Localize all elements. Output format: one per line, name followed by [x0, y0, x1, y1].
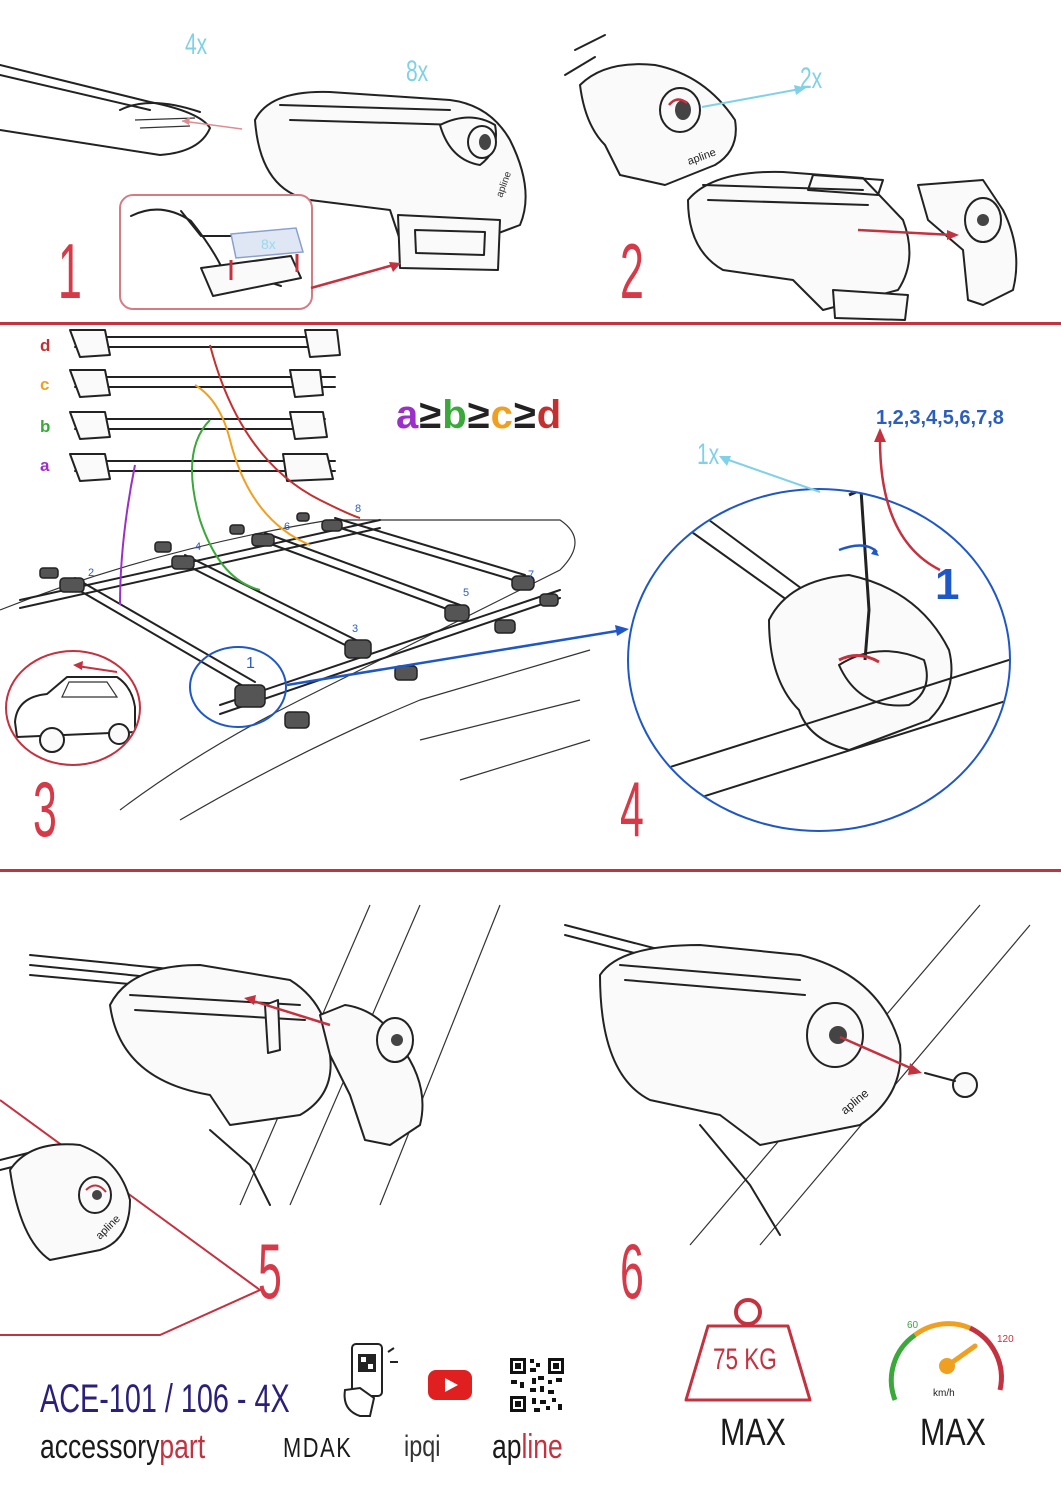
rack-pos-4: 4	[195, 541, 201, 553]
rule-c: c	[490, 393, 514, 437]
rule-b: b	[442, 393, 468, 437]
step-2-number: 2	[620, 227, 644, 315]
zoom-arrow	[286, 625, 629, 687]
rule-ge-2: ≥	[467, 393, 491, 437]
callout-number: 1	[935, 560, 960, 609]
pads-qty: 8x	[261, 236, 276, 252]
step-4-number: 4	[620, 765, 644, 853]
speed-max: MAX	[920, 1412, 986, 1454]
key-pointer	[719, 456, 821, 493]
bar-width-options	[69, 329, 341, 482]
brand-mdak: MDAK	[283, 1432, 353, 1463]
rack-pos-3: 3	[352, 623, 358, 635]
brand-accessorypart: accessorypart	[40, 1428, 205, 1467]
brand-apline: apline	[492, 1428, 563, 1467]
speed-120: 120	[997, 1334, 1014, 1345]
letter-c: c	[40, 375, 50, 394]
brand-part: part	[159, 1428, 206, 1466]
brand-ap: ap	[492, 1428, 522, 1466]
divider-2	[0, 869, 1061, 872]
rack-pos-1: 1	[246, 655, 255, 672]
car-direction-inset	[5, 650, 141, 766]
tighten-sequence-text: 1,2,3,4,5,6,7,8	[876, 407, 1004, 429]
detail-arrow	[310, 262, 401, 290]
rack-pos-2: 2	[88, 567, 94, 579]
step-5-number: 5	[258, 1227, 282, 1315]
foot-illustration: apline	[254, 90, 527, 271]
rack-pos-7: 7	[528, 569, 534, 581]
order-rule: a≥b≥c≥d	[396, 393, 562, 438]
lock-pointer-arrow	[701, 85, 806, 108]
tighten-sequence: 1,2,3,4,5,6,7,8	[876, 407, 1004, 430]
car-roof-illustration: 1 2 3 4 5 6 7 8	[0, 503, 591, 821]
lock-removal-illustration	[687, 170, 1018, 321]
guide-curves	[119, 344, 361, 606]
pad-detail-box: 8x	[119, 194, 313, 310]
youtube-icon[interactable]	[428, 1370, 472, 1400]
feet-qty: 8x	[406, 55, 429, 88]
speedometer-icon: 60 120 km/h	[888, 1320, 1014, 1401]
rule-ge-3: ≥	[513, 393, 537, 437]
car-icon	[14, 661, 136, 753]
phone-qr-icon	[343, 1343, 398, 1417]
rule-d: d	[536, 393, 563, 437]
brand-ipqi: ipqi	[404, 1430, 441, 1463]
key-removal-illustration: apline	[564, 904, 1031, 1246]
lock-insert-illustration	[29, 904, 501, 1206]
rule-ge-1: ≥	[419, 393, 443, 437]
letter-d: d	[40, 336, 51, 355]
lock-closeup-inset: apline	[0, 1099, 262, 1336]
letter-a: a	[40, 456, 50, 475]
roof-bar-illustration	[0, 64, 211, 156]
qr-code-icon[interactable]	[508, 1356, 566, 1414]
step-1-number: 1	[58, 227, 82, 315]
rack-pos-8: 8	[355, 503, 361, 515]
sequence-arrow	[874, 428, 941, 572]
weight-label: 75 KG	[713, 1343, 777, 1376]
key-qty: 1x	[697, 438, 720, 471]
rule-a: a	[396, 393, 420, 437]
letter-b: b	[40, 417, 51, 436]
rack-pos-5: 5	[463, 587, 469, 599]
pointer-arrow	[181, 117, 243, 130]
brand-accessory: accessory	[40, 1428, 160, 1466]
weight-max: MAX	[720, 1412, 786, 1454]
speed-unit: km/h	[933, 1388, 955, 1399]
lock-illustration: apline	[564, 34, 737, 186]
model-label: ACE-101 / 106 - 4X	[40, 1377, 290, 1421]
zoom-detail-circle	[627, 488, 1011, 832]
weight-icon	[684, 1298, 812, 1402]
speed-60: 60	[907, 1320, 919, 1331]
step-6-number: 6	[620, 1227, 644, 1315]
brand-line: line	[521, 1428, 563, 1466]
foot-detail-illustration	[629, 490, 1009, 830]
divider-1	[0, 322, 1061, 325]
step-3-number: 3	[33, 765, 57, 853]
locks-qty: 2x	[800, 62, 823, 95]
rack-pos-6: 6	[284, 521, 290, 533]
bars-qty: 4x	[185, 28, 208, 61]
pad-detail-illustration	[130, 208, 304, 297]
